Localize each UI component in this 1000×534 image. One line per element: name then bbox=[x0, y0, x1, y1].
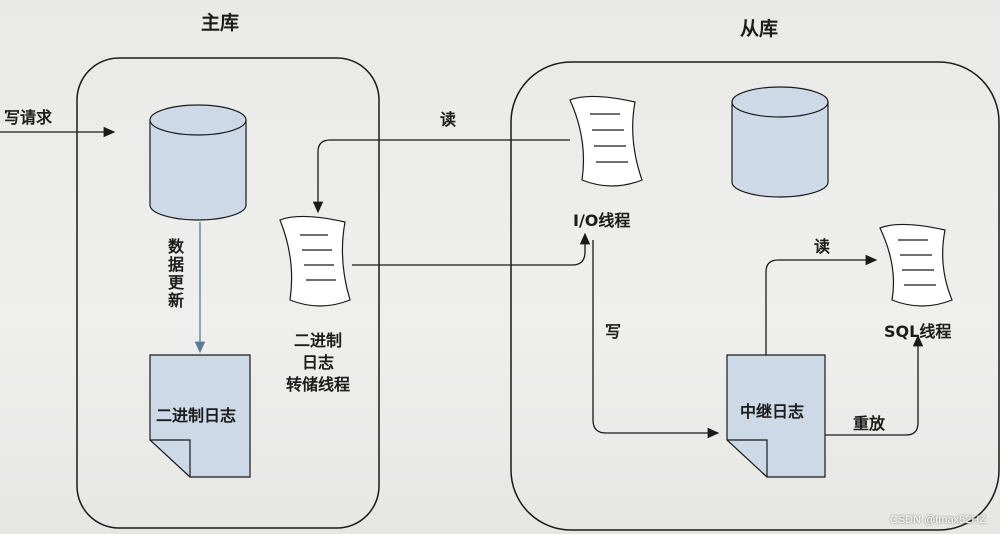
master-title: 主库 bbox=[201, 12, 240, 34]
sql-thread-scroll-icon bbox=[879, 223, 953, 307]
master-binlog-label: 二进制日志 bbox=[156, 406, 237, 425]
edge-label-write: 写 bbox=[605, 322, 622, 341]
edge-label-replay: 重放 bbox=[853, 414, 886, 433]
footer-watermark: CSDN @tmax52HZ bbox=[889, 514, 986, 526]
edge-transfer-to-io bbox=[352, 232, 591, 266]
master-database-icon bbox=[149, 104, 247, 221]
io-thread-label: I/O线程 bbox=[573, 211, 631, 230]
edge-write-relay bbox=[592, 240, 720, 439]
slave-container bbox=[510, 61, 1000, 531]
edge-read-binlog bbox=[312, 139, 570, 214]
slave-database-icon bbox=[731, 86, 829, 198]
edge-label-read-1: 读 bbox=[440, 110, 457, 129]
master-container bbox=[76, 57, 380, 529]
dump-thread-label: 二进制 日志 转储线程 bbox=[285, 331, 350, 394]
dump-thread-scroll-icon bbox=[279, 215, 351, 307]
edge-replay bbox=[825, 334, 924, 436]
edge-label-read-2: 读 bbox=[814, 237, 831, 256]
io-thread-scroll-icon bbox=[569, 95, 643, 187]
relay-log-doc-icon bbox=[726, 354, 826, 478]
edge-label-write-request: 写请求 bbox=[4, 108, 53, 127]
slave-title: 从库 bbox=[740, 18, 779, 40]
edge-label-data-update: 数据更新 bbox=[165, 238, 184, 310]
sql-thread-label: SQL线程 bbox=[884, 322, 952, 341]
edge-read-relay bbox=[765, 254, 878, 355]
relay-log-label: 中继日志 bbox=[740, 402, 805, 421]
master-binlog-doc-icon bbox=[149, 354, 251, 478]
